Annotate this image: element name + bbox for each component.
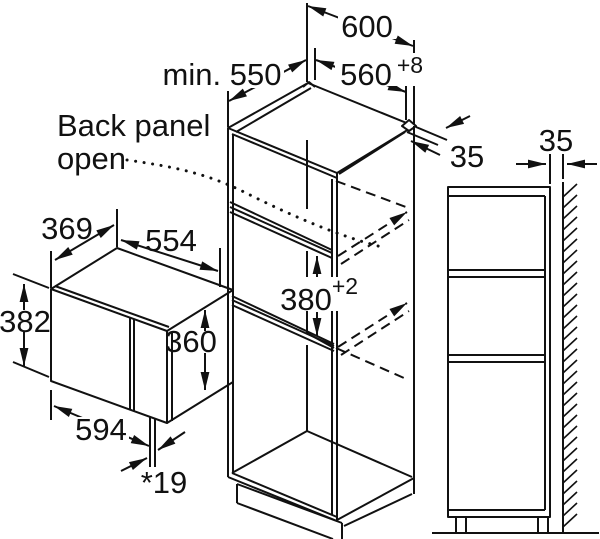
back-panel-leader-line — [125, 158, 388, 250]
dim-appliance-depth-label: 369 — [41, 211, 93, 246]
dim-appliance-height-label: 382 — [0, 304, 51, 339]
back-panel-note-line1: Back panel — [57, 108, 210, 143]
dim-appliance-width-label: 594 — [75, 412, 127, 447]
dim-wall-gap-label: 35 — [539, 123, 573, 158]
back-panel-note-line2: open — [57, 141, 126, 176]
microwave-drawing — [50, 247, 234, 424]
wall-hatch — [562, 183, 578, 528]
dim-niche-width-label: 560 — [340, 57, 392, 92]
dim-door-protrusion-label: *19 — [141, 465, 188, 500]
back-panel-note: Back panel open — [57, 108, 210, 176]
dim-side-thickness-label: 35 — [450, 139, 484, 174]
dim-appliance-body-width-label: 554 — [145, 223, 197, 258]
dim-appliance-body-height-label: 360 — [165, 324, 217, 359]
dim-niche-height-label: 380 — [280, 282, 332, 317]
dimension-labels: 600 min. 550 560 +8 35 380 +2 369 554 38… — [0, 9, 573, 500]
dim-niche-width-tolerance-label: +8 — [397, 52, 423, 78]
dim-niche-height-tolerance-label: +2 — [332, 273, 358, 299]
side-section-drawing — [432, 182, 599, 534]
tall-cabinet-drawing — [227, 81, 448, 539]
dim-niche-depth-label: min. 550 — [163, 57, 282, 92]
dim-cabinet-width-label: 600 — [341, 9, 393, 44]
